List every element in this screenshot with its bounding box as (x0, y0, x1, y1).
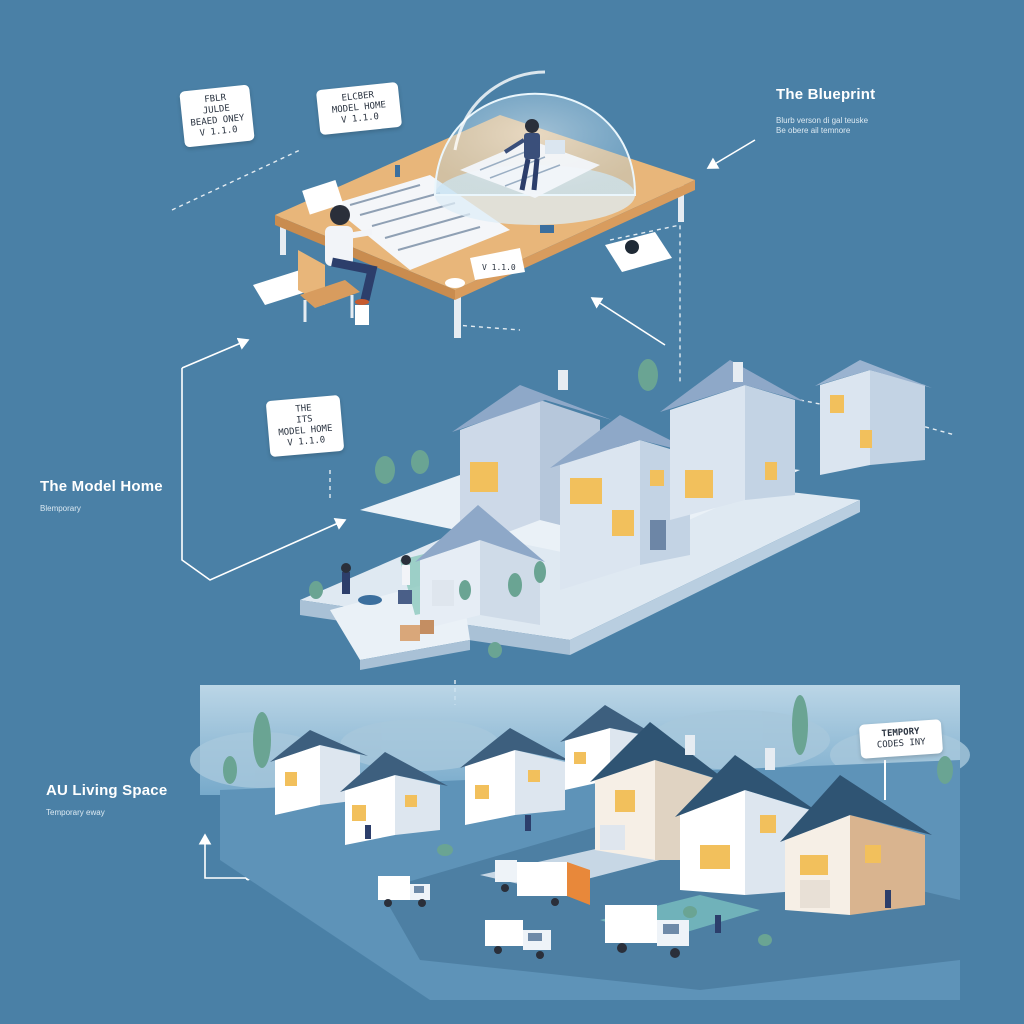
living-house-3 (460, 728, 572, 825)
blueprint-subtitle-line2: Be obere ail temnore (776, 126, 851, 135)
model-trees (309, 359, 658, 658)
moving-truck-3 (485, 920, 551, 959)
living-space-title: AU Living Space (46, 782, 168, 799)
arrow-left-loop (181, 368, 347, 581)
note-bubble-3: THE ITS MODEL HOME V 1.1.0 (265, 394, 345, 458)
seated-architect (325, 205, 378, 305)
blueprint-title: The Blueprint (776, 86, 876, 103)
blueprint-subtitle-line1: Blurb verson di gal teuske (776, 116, 869, 125)
moving-truck-1 (378, 876, 430, 907)
model-house-front (415, 505, 545, 630)
living-space-subtitle: Temporary eway (46, 808, 105, 817)
living-house-2 (340, 752, 448, 845)
model-home-subtitle: Blemporary (40, 504, 81, 513)
model-home-platform (300, 359, 932, 670)
blueprint-workstation: V 1.1.0 (253, 70, 695, 338)
model-home-title: The Model Home (40, 478, 163, 495)
living-trees (223, 695, 953, 946)
living-space-neighborhood (190, 685, 970, 1000)
standing-architect (503, 119, 540, 191)
arrow-left-loop-top (181, 337, 250, 369)
model-house-d (815, 360, 932, 475)
model-house-c (660, 360, 805, 520)
note-bubble-2: ELCBER MODEL HOME V 1.1.0 (315, 81, 403, 136)
card-version-text: V 1.1.0 (482, 263, 516, 272)
temporary-sign: TEMPORY CODES INY (858, 719, 944, 759)
living-house-7 (780, 775, 932, 915)
moving-truck-2 (495, 860, 590, 906)
moving-truck-4 (605, 905, 689, 958)
note-bubble-1: FBLR JULDE BEAED ONEY V 1.1.0 (179, 84, 255, 148)
version-card (470, 248, 525, 280)
arrow-up-from-model (590, 297, 666, 346)
arrow-to-blueprint (706, 139, 756, 169)
living-residents (365, 815, 891, 933)
model-visitors (341, 555, 434, 641)
